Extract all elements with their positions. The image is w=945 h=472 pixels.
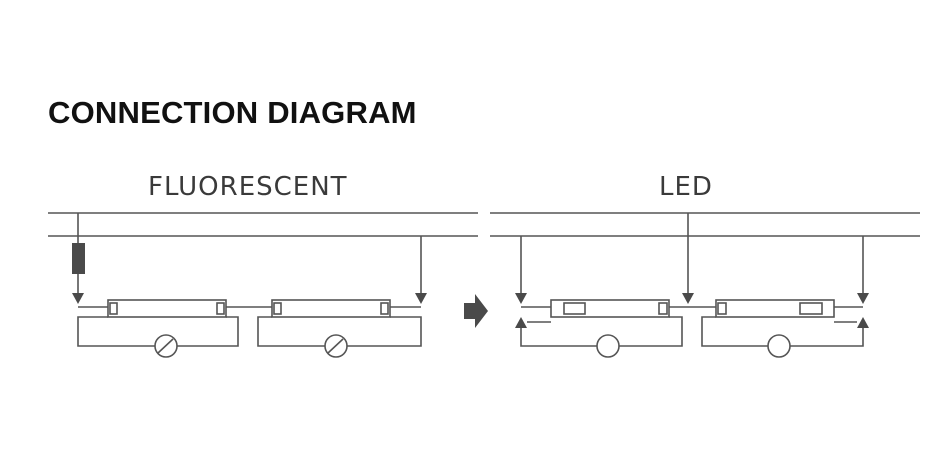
led-bottom-circuit-1 — [515, 316, 683, 358]
led-tube-2 — [715, 299, 835, 318]
led-bottom-circuit-2 — [701, 316, 869, 358]
conversion-arrow-icon — [464, 294, 488, 328]
fluorescent-right-arrow-icon — [415, 293, 427, 304]
led-left-arrow-icon — [515, 293, 527, 304]
starter-icon — [324, 334, 348, 358]
fluorescent-diagram — [48, 212, 478, 358]
led-up-arrow-icon — [857, 317, 869, 328]
circuit-node-icon — [767, 334, 791, 358]
diagram-title: CONNECTION DIAGRAM — [48, 95, 417, 130]
led-center-arrow-icon — [682, 293, 694, 304]
fluorescent-tube-1 — [107, 299, 227, 318]
circuit-node-icon — [596, 334, 620, 358]
fluorescent-left-arrow-icon — [72, 293, 84, 304]
led-diagram — [490, 212, 920, 358]
led-tube-1 — [550, 299, 670, 318]
starter-circuit-2 — [257, 316, 422, 358]
starter-circuit-1 — [77, 316, 239, 358]
starter-icon — [154, 334, 178, 358]
fluorescent-tube-2 — [271, 299, 391, 318]
led-up-arrow-icon — [515, 317, 527, 328]
ballast-icon — [72, 243, 85, 274]
led-right-arrow-icon — [857, 293, 869, 304]
fluorescent-label: FLUORESCENT — [148, 172, 348, 202]
led-label: LED — [659, 172, 713, 202]
